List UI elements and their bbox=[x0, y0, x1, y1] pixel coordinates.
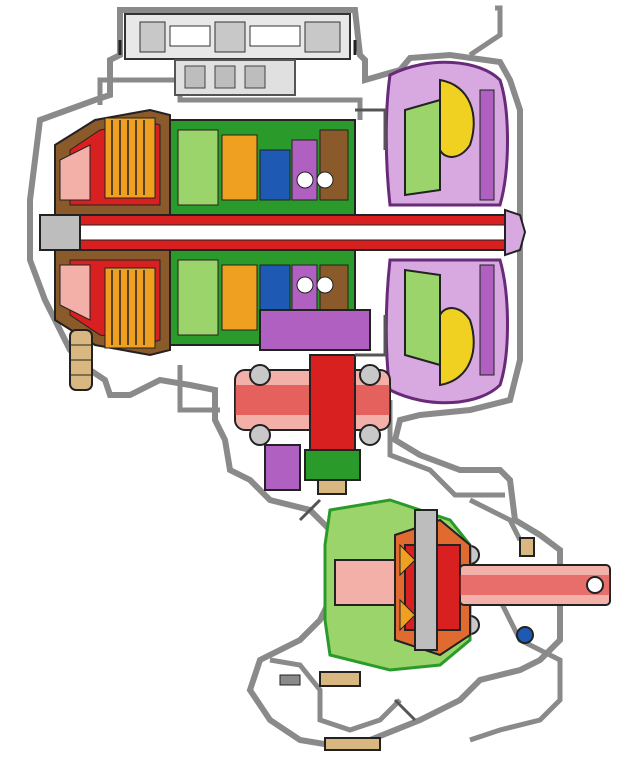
bolt bbox=[279, 479, 535, 751]
torque-converter bbox=[384, 60, 509, 405]
housing-bottom-left bbox=[269, 657, 402, 733]
housing-lower-wall bbox=[177, 365, 505, 498]
housing-flange-right bbox=[468, 5, 503, 58]
bolt bbox=[69, 329, 93, 391]
differential bbox=[394, 509, 471, 657]
turbine bbox=[439, 78, 475, 387]
stator bbox=[404, 98, 441, 367]
intermediate-gear bbox=[234, 309, 391, 491]
valve-body bbox=[118, 13, 357, 96]
main-shaft bbox=[39, 208, 527, 257]
housing-details bbox=[298, 108, 417, 722]
output-shaft bbox=[459, 564, 611, 606]
